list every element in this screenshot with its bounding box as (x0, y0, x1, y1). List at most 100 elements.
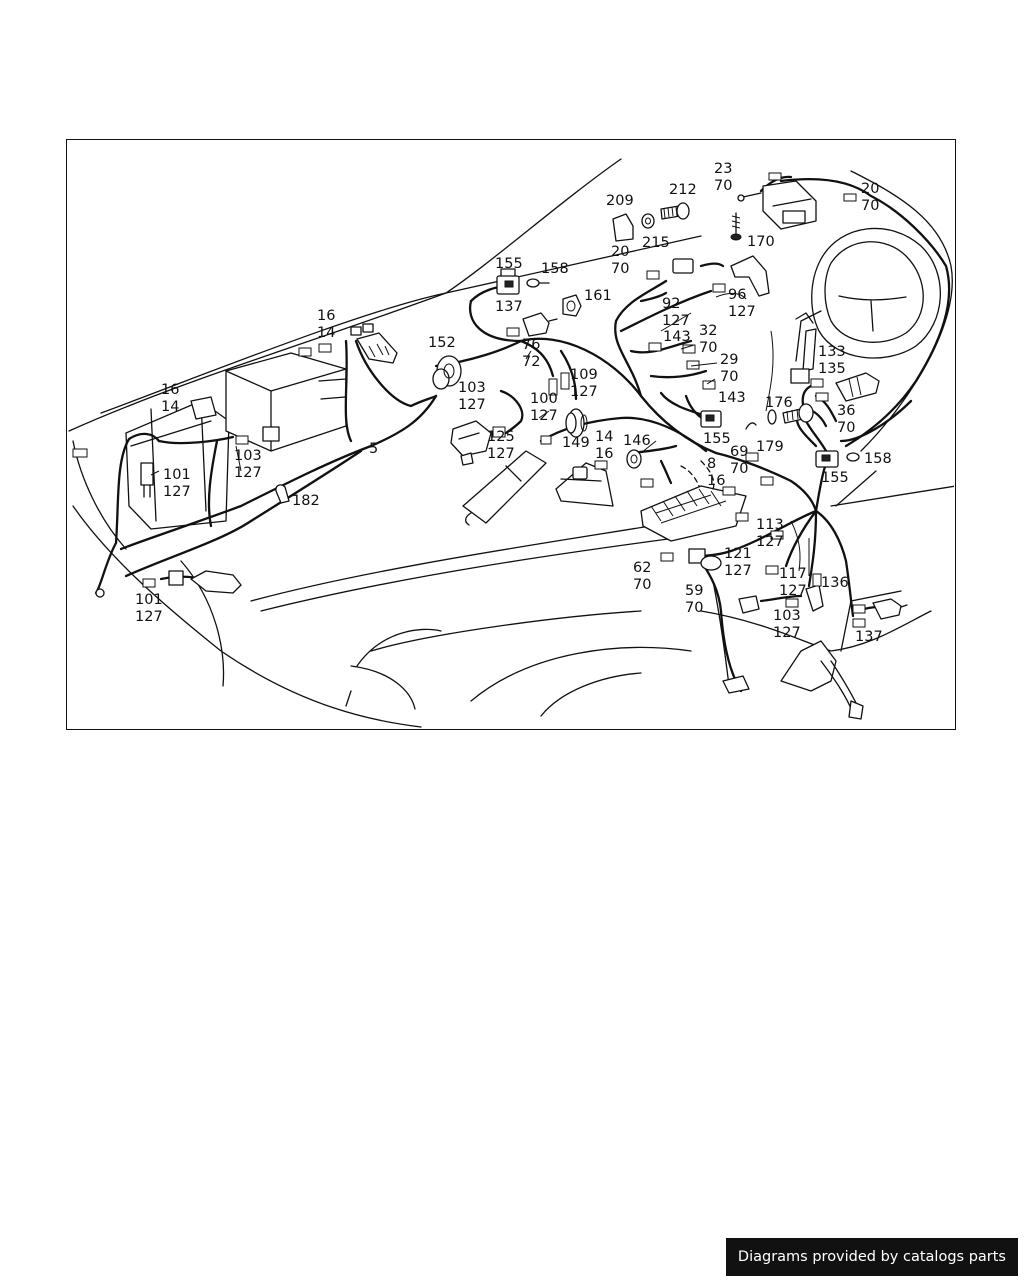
callout-125: 125 (487, 429, 515, 445)
callout-127-b: 127 (728, 304, 756, 320)
callout-158-right: 158 (864, 451, 892, 467)
callout-127-k: 127 (779, 583, 807, 599)
callout-127-j: 127 (724, 563, 752, 579)
callout-76: 76 (522, 337, 540, 353)
callout-70-b: 70 (861, 198, 879, 214)
callout-155-right: 155 (821, 470, 849, 486)
callout-215: 215 (642, 235, 670, 251)
callout-149: 149 (562, 435, 590, 451)
part-96 (672, 255, 770, 297)
callout-155-mid: 155 (703, 431, 731, 447)
part-36 (835, 372, 880, 402)
callout-59: 59 (685, 583, 703, 599)
callout-136: 136 (821, 575, 849, 591)
part-146 (626, 449, 642, 469)
wiper-motor (462, 450, 547, 526)
callout-127-a: 127 (662, 313, 690, 329)
callout-32: 32 (699, 323, 717, 339)
callout-70-a: 70 (714, 178, 732, 194)
part-158-top (526, 278, 550, 288)
callout-70-h: 70 (633, 577, 651, 593)
callout-100: 100 (530, 391, 558, 407)
callout-155-top: 155 (495, 256, 523, 272)
callout-127-l: 127 (773, 625, 801, 641)
callout-96: 96 (728, 287, 746, 303)
switch-unit-23 (737, 172, 857, 230)
part-137-top (522, 312, 558, 337)
callout-14-a: 14 (317, 325, 335, 341)
callout-152: 152 (428, 335, 456, 351)
part-125 (450, 420, 506, 466)
part-182 (275, 484, 290, 504)
callout-161: 161 (584, 288, 612, 304)
leader-lines (150, 292, 810, 576)
callout-16-c: 16 (707, 473, 725, 489)
callout-121: 121 (724, 546, 752, 562)
callout-23: 23 (714, 161, 732, 177)
part-59 (688, 548, 722, 571)
callout-113: 113 (756, 517, 784, 533)
part-212 (660, 202, 690, 220)
callout-127-h: 127 (234, 465, 262, 481)
callout-16-b: 16 (595, 446, 613, 462)
callout-20-b: 20 (611, 244, 629, 260)
callout-179: 179 (756, 439, 784, 455)
callout-70-i: 70 (685, 600, 703, 616)
callout-212: 212 (669, 182, 697, 198)
callout-143-b: 143 (718, 390, 746, 406)
part-101-left (140, 462, 154, 498)
part-155-mid (700, 410, 722, 428)
callout-101-b: 101 (135, 592, 163, 608)
part-155-right (815, 450, 860, 468)
pedal-assembly (780, 640, 864, 720)
part-101-sensor (95, 570, 242, 598)
part-209 (612, 213, 634, 242)
callout-127-g: 127 (163, 484, 191, 500)
part-161 (562, 294, 582, 317)
reservoir-tank (125, 400, 230, 530)
callout-127-e: 127 (530, 408, 558, 424)
callout-127-m: 127 (135, 609, 163, 625)
callout-101-a: 101 (163, 467, 191, 483)
part-176 (745, 403, 814, 430)
fuse-box (640, 460, 747, 542)
callout-103-c: 103 (773, 608, 801, 624)
callout-16-d: 16 (161, 382, 179, 398)
callout-16-a: 16 (317, 308, 335, 324)
callout-labels: 23 70 20 70 209 212 215 170 20 70 155 15… (135, 161, 892, 645)
part-109-connector (548, 372, 570, 396)
part-14-connector (190, 396, 217, 420)
part-215 (641, 213, 655, 229)
callout-92: 92 (662, 296, 680, 312)
callout-143-a: 143 (663, 329, 691, 345)
diagram-credit: Diagrams provided by catalogs parts (725, 1238, 1018, 1276)
part-155-top (496, 268, 520, 295)
callout-36: 36 (837, 403, 855, 419)
callout-176: 176 (765, 395, 793, 411)
wire-harness (94, 175, 951, 693)
callout-133: 133 (818, 344, 846, 360)
callout-70-d: 70 (699, 340, 717, 356)
callout-70-c: 70 (611, 261, 629, 277)
part-152 (432, 355, 462, 390)
callout-127-d: 127 (458, 397, 486, 413)
callout-158-top: 158 (541, 261, 569, 277)
callout-135: 135 (818, 361, 846, 377)
part-149 (565, 408, 588, 438)
callout-14-b: 14 (595, 429, 613, 445)
part-170 (730, 212, 742, 241)
wiring-diagram: 23 70 20 70 209 212 215 170 20 70 155 15… (68, 158, 954, 728)
wiring-diagram-frame: 23 70 20 70 209 212 215 170 20 70 155 15… (66, 139, 956, 730)
callout-182: 182 (292, 493, 320, 509)
callout-20-a: 20 (861, 181, 879, 197)
components (95, 172, 908, 720)
part-137-bottom (872, 598, 908, 620)
callout-70-e: 70 (720, 369, 738, 385)
callout-103-a: 103 (458, 380, 486, 396)
callout-137-bottom: 137 (855, 629, 883, 645)
car-body-outline (68, 158, 954, 728)
callout-69: 69 (730, 444, 748, 460)
terminal-tags (72, 270, 866, 628)
callout-72: 72 (522, 354, 540, 370)
steering-wheel (795, 227, 941, 362)
